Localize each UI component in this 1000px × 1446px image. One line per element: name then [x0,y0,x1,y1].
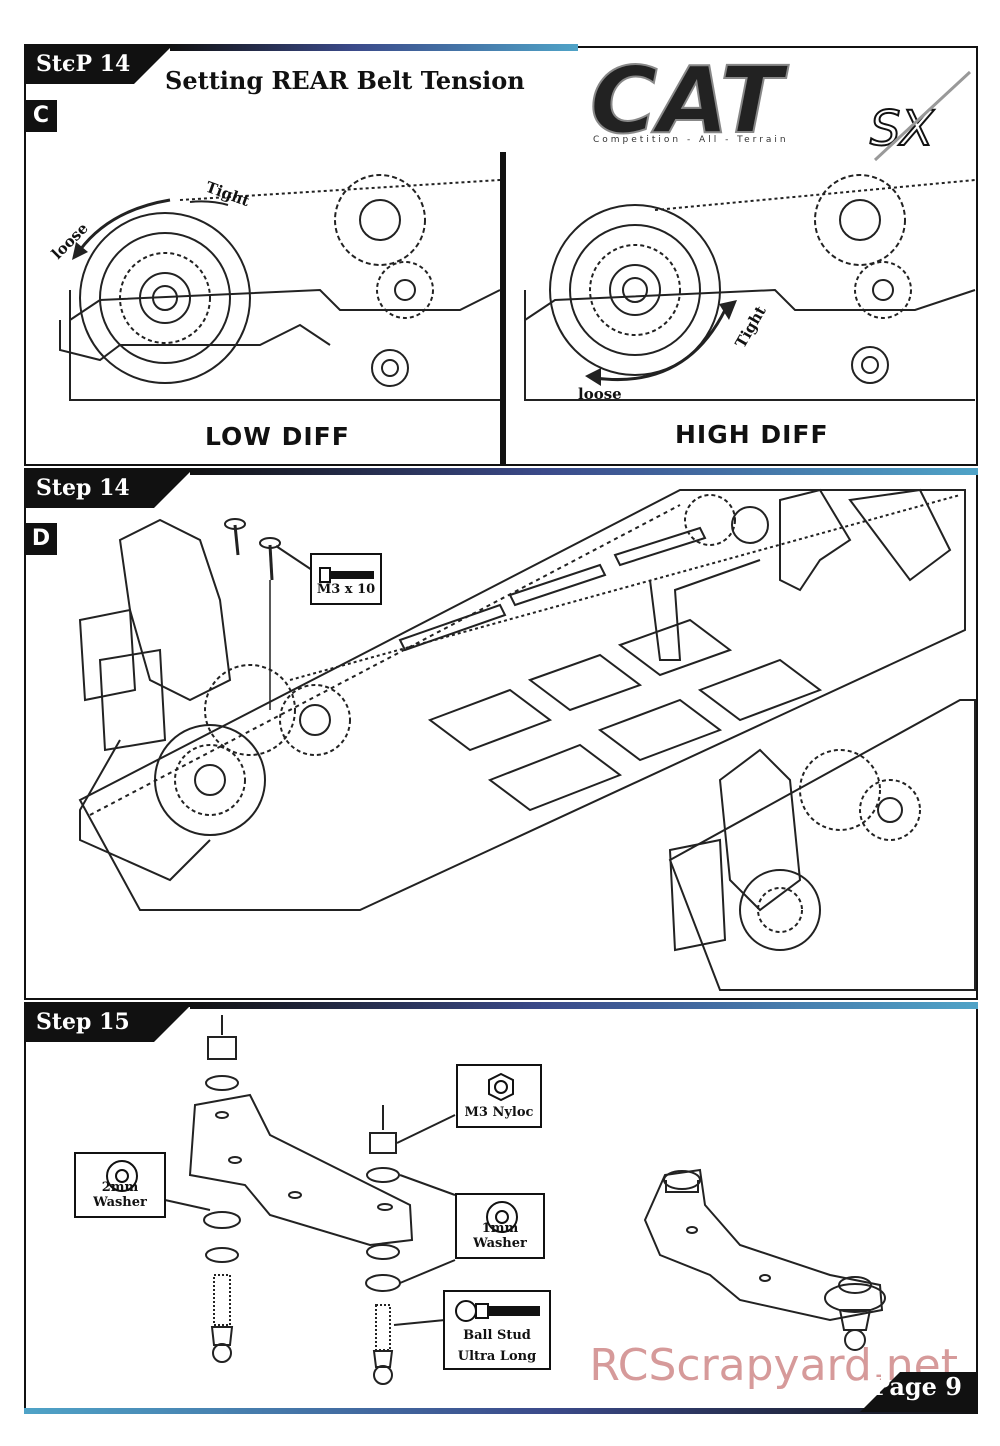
step-14-tab: StєP 14 [24,44,174,84]
ball-stud-label-2: Ultra Long [457,1349,537,1364]
washer-icon [106,1160,138,1192]
loose-arrow [78,198,171,251]
washer-icon [486,1201,518,1233]
section-letter-d: D [25,523,57,555]
chassis-illustration [78,488,976,991]
ball-stud-label-1: Ball Stud [463,1328,531,1343]
page-title: Setting REAR Belt Tension [165,66,525,95]
step-14-bar [170,44,578,51]
tight-arrow [594,309,727,382]
screw-icon [319,567,374,583]
m3x10-screw-callout: M3 x 10 [310,553,382,605]
low-diff-illustration [59,174,501,401]
m3x10-label: M3 x 10 [316,582,376,597]
high-diff-caption: HIGH DIFF [675,420,829,449]
m3-nyloc-callout: M3 Nyloc [456,1064,542,1128]
footer-bar [24,1408,978,1414]
logo-graphic: CAT SX Competition - All - Terrain [589,46,972,162]
ball-stud-icon [455,1300,540,1322]
logo-main-text: CAT [590,47,789,154]
section-letter-c: C [25,100,57,132]
assembled-steering-arm [643,1168,886,1351]
high-diff-illustration [524,174,976,401]
high-diff-loose-label: loose [578,385,622,403]
2mm-washer-label: 2mm Washer [93,1180,147,1210]
1mm-washer-callout: 1mm Washer [455,1193,545,1259]
page-number: Page 9 [871,1372,962,1401]
2mm-washer-callout: 2mm Washer [74,1152,166,1218]
low-diff-caption: LOW DIFF [205,422,350,451]
logo-suffix-text: SX [870,101,934,157]
logo-tagline: Competition - All - Terrain [593,135,789,145]
nyloc-nut-icon [488,1072,514,1102]
ball-stud-callout: Ball Stud Ultra Long [443,1290,551,1370]
step-14d-bar [190,468,978,475]
m3-nyloc-label: M3 Nyloc [464,1105,534,1120]
1mm-washer-label: 1mm Washer [473,1221,527,1251]
panel-divider [500,152,506,466]
step-15-exploded-illustration [164,1015,456,1385]
step-15-bar [190,1002,978,1009]
cat-sx-logo: CAT SX Competition - All - Terrain [585,46,975,165]
